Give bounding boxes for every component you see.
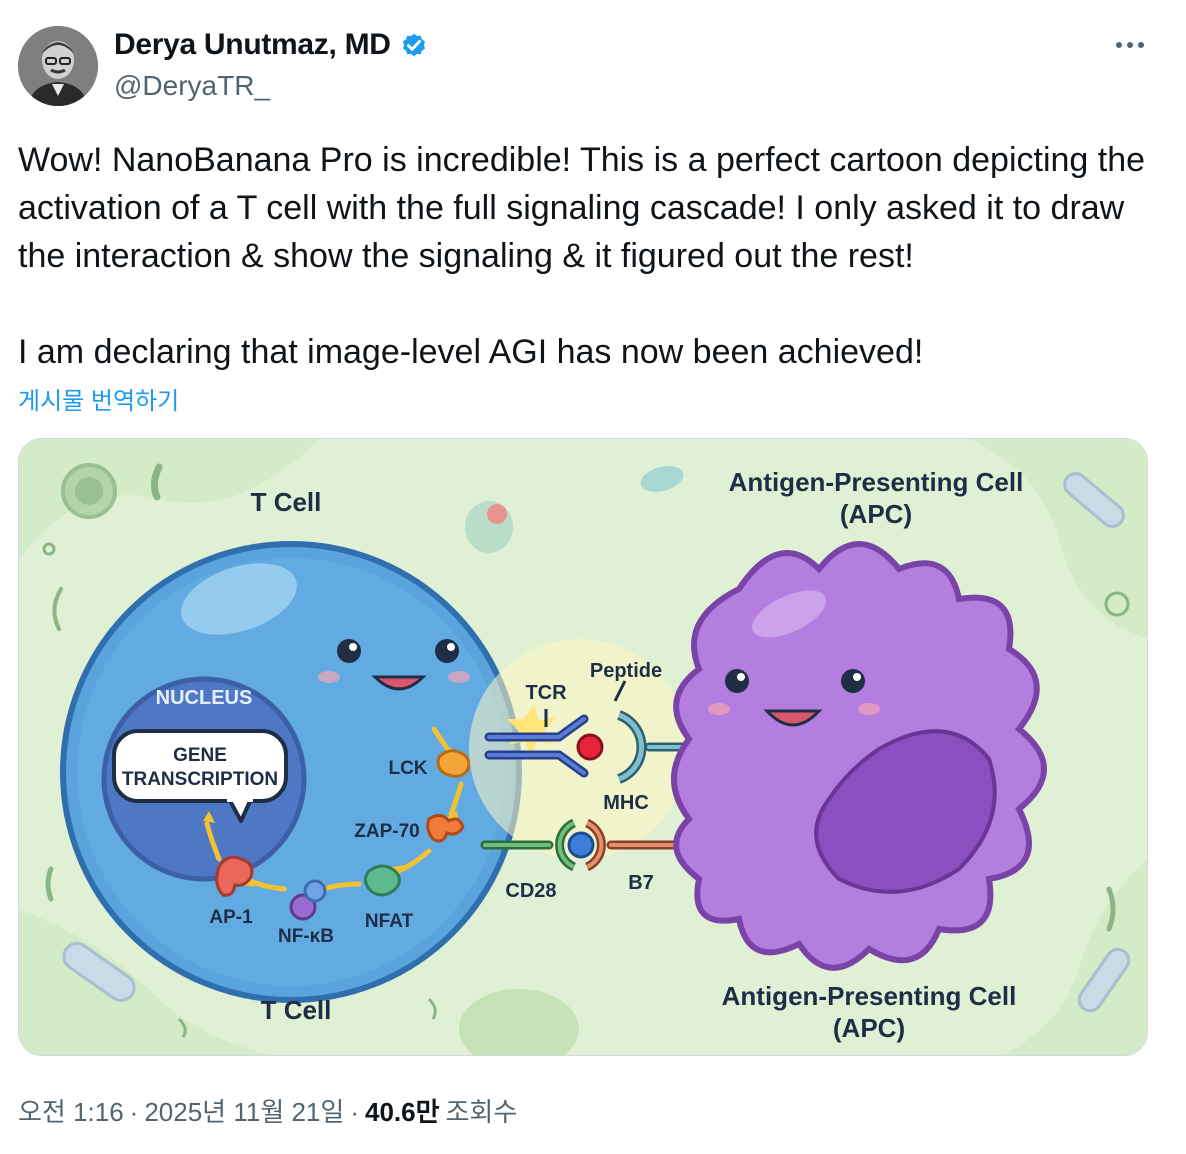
avatar-image	[18, 26, 98, 106]
post-date[interactable]: 2025년 11월 21일	[144, 1097, 345, 1127]
peptide-label: Peptide	[590, 660, 662, 682]
gene-label-line2: TRANSCRIPTION	[122, 769, 278, 790]
apc-top-label-line2: (APC)	[840, 499, 912, 529]
ap1-label: AP-1	[209, 907, 253, 928]
nfat-molecule	[364, 864, 401, 897]
post-time[interactable]: 오전 1:16	[18, 1097, 124, 1127]
gene-transcription-bubble	[112, 729, 288, 823]
tcr-label: TCR	[525, 682, 567, 704]
decorative-germ-icon	[61, 463, 117, 519]
apc-cell	[671, 541, 1047, 971]
zap70-molecule	[426, 814, 465, 843]
apc-bottom-label-line1: Antigen-Presenting Cell	[722, 981, 1017, 1011]
verified-badge-icon[interactable]	[399, 30, 429, 60]
mhc-label: MHC	[603, 792, 649, 814]
more-options-icon[interactable]	[1110, 30, 1150, 60]
t-cell-top-label: T Cell	[251, 487, 322, 517]
nfkb-label: NF-κB	[278, 926, 334, 947]
author-name-row: Derya Unutmaz, MD	[114, 28, 429, 62]
view-count: 40.6만	[364, 1097, 440, 1127]
b7-label: B7	[628, 872, 654, 894]
author-name[interactable]: Derya Unutmaz, MD	[114, 28, 391, 61]
tcr-receptor	[484, 709, 589, 778]
ap1-molecule	[215, 855, 254, 897]
nfkb-molecule	[289, 879, 327, 921]
nfat-label: NFAT	[365, 911, 414, 932]
zap70-label: ZAP-70	[354, 821, 419, 842]
lck-molecule	[436, 749, 471, 778]
separator: ·	[129, 1097, 139, 1127]
t-cell-bottom-label: T Cell	[261, 995, 332, 1025]
cd28-b7-complex	[480, 818, 704, 872]
post-image[interactable]: T Cell T Cell Antigen-Presenting Cell (A…	[18, 438, 1148, 1056]
cd28-label: CD28	[505, 880, 556, 902]
separator: ·	[350, 1097, 359, 1127]
author-handle[interactable]: @DeryaTR_	[114, 70, 271, 101]
apc-top-label-line1: Antigen-Presenting Cell	[729, 467, 1024, 497]
avatar[interactable]	[18, 26, 98, 106]
t-cell-activation-illustration: T Cell T Cell Antigen-Presenting Cell (A…	[19, 439, 1147, 1055]
gene-label-line1: GENE	[173, 745, 227, 766]
post-metadata: 오전 1:16 · 2025년 11월 21일 · 40.6만 조회수	[18, 1092, 517, 1129]
apc-bottom-label-line2: (APC)	[833, 1013, 905, 1043]
nucleus-label: NUCLEUS	[156, 687, 253, 709]
lck-label: LCK	[388, 758, 427, 779]
view-count-label: 조회수	[445, 1097, 518, 1127]
post-text: Wow! NanoBanana Pro is incredible! This …	[18, 141, 1146, 371]
translate-post-link[interactable]: 게시물 번역하기	[18, 388, 180, 415]
